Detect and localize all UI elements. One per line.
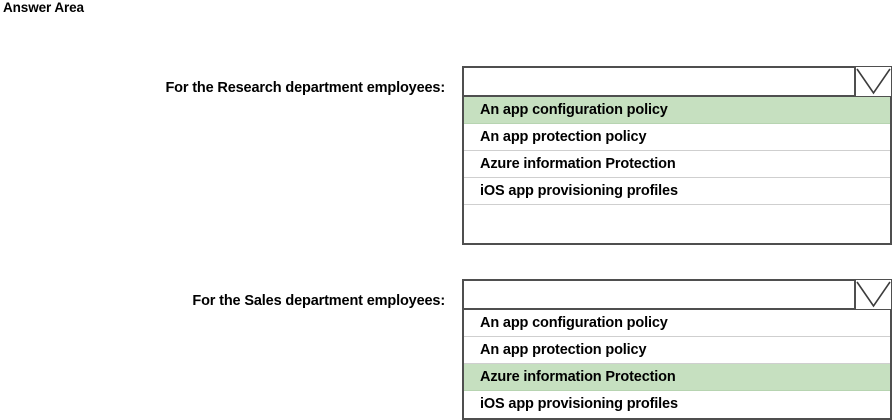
option-item[interactable]: An app configuration policy [464,97,890,124]
option-list-empty-space [464,205,890,243]
option-list-sales[interactable]: An app configuration policy An app prote… [462,310,892,420]
option-item[interactable]: An app protection policy [464,337,890,364]
chevron-down-icon[interactable] [854,67,891,96]
dropdown-research[interactable]: An app configuration policy An app prote… [462,66,892,245]
dropdown-sales[interactable]: An app configuration policy An app prote… [462,279,892,420]
question-label-research: For the Research department employees: [165,80,445,96]
option-list-research[interactable]: An app configuration policy An app prote… [462,97,892,245]
option-item[interactable]: iOS app provisioning profiles [464,391,890,418]
combobox-field-sales[interactable] [462,279,892,310]
option-item[interactable]: Azure information Protection [464,151,890,178]
question-label-sales: For the Sales department employees: [192,293,445,309]
option-item[interactable]: iOS app provisioning profiles [464,178,890,205]
option-item[interactable]: An app protection policy [464,124,890,151]
chevron-down-icon[interactable] [854,280,891,309]
combobox-field-research[interactable] [462,66,892,97]
page-title: Answer Area [3,0,84,15]
option-item[interactable]: Azure information Protection [464,364,890,391]
option-item[interactable]: An app configuration policy [464,310,890,337]
